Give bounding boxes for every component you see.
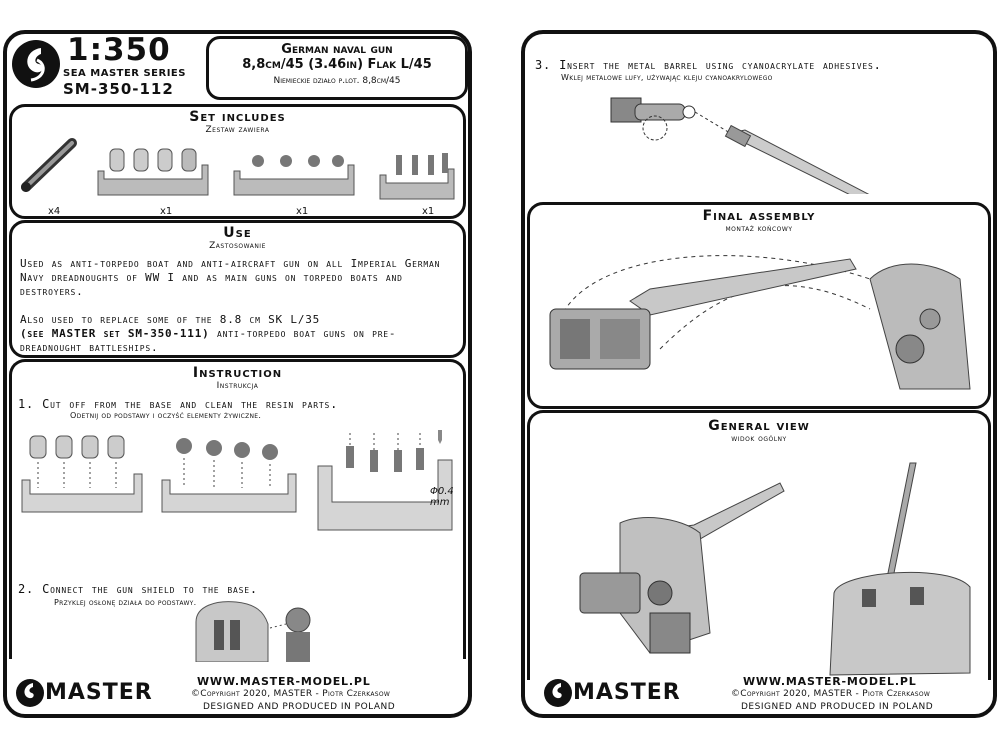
general-view-panel: General view widok ogólny [527,410,991,680]
final-assembly-illustration [549,255,971,390]
master-logo-icon-right [544,679,572,707]
title-line-1: German naval gun [281,42,393,57]
website-url[interactable]: WWW.MASTER-MODEL.PL [197,675,371,688]
final-assembly-subheading: montaż końcowy [725,224,793,234]
step-3-illustration [610,97,870,194]
final-assembly-heading: Final assembly [702,208,816,224]
step-3-subtext: Wklej metalowe lufy, używając kleju cyan… [561,73,773,82]
qty-barrel: x4 [48,206,61,217]
instruction-panel: Instruction Instrukcja 1. Cut off from t… [9,359,466,662]
series-label: SEA MASTER SERIES [63,68,186,79]
copyright-text: ©Copyright 2020, MASTER - Piotr Czerkaso… [191,689,391,699]
breech-sprue-icon [379,153,455,200]
step-2-text: 2. Connect the gun shield to the base. [18,582,258,596]
right-instruction-sheet: 3. Insert the metal barrel using cyanoac… [521,30,997,718]
instruction-subheading: Instrukcja [216,381,259,391]
website-url-right[interactable]: WWW.MASTER-MODEL.PL [743,675,917,688]
product-code: SM-350-112 [63,80,174,98]
made-in-text-right: DESIGNED AND PRODUCED IN POLAND [741,702,934,712]
instruction-heading: Instruction [192,365,283,381]
set-includes-heading: Set includes [189,109,286,125]
master-logo-icon [16,679,44,707]
sea-master-logo-icon [12,40,60,88]
step-2-subtext: Przyklej osłonę działa do podstawy. [54,598,197,607]
use-heading: Use [223,225,252,241]
title-box: German naval gun 8,8cm/45 (3.46in) Flak … [206,36,468,100]
left-instruction-sheet: 1:350 SEA MASTER SERIES SM-350-112 Germa… [3,30,472,718]
parts-illustration [21,138,455,200]
shield-sprue-icon [97,148,209,196]
set-includes-subheading: Zestaw zawiera [205,125,270,135]
step-2-illustration [195,601,311,662]
step-3-text: 3. Insert the metal barrel using cyanoac… [535,58,882,72]
use-paragraph-2-c: anti-torpedo boat guns on pre-dreadnough… [20,327,397,354]
set-includes-panel: Set includes Zestaw zawiera [9,104,466,219]
general-view-illustration [579,462,971,676]
qty-mounts: x1 [296,206,309,217]
use-paragraph-2-ref: (see MASTER set SM-350-111) [20,327,210,340]
use-panel: Use Zastosowanie Used as anti-torpedo bo… [9,220,466,358]
use-paragraph-2: Also used to replace some of the 8.8 cm … [12,313,463,355]
copyright-text-right: ©Copyright 2020, MASTER - Piotr Czerkaso… [731,689,931,699]
made-in-text: DESIGNED AND PRODUCED IN POLAND [203,702,396,712]
step-1-subtext: Odetnij od podstawy i oczyść elementy ży… [70,411,262,420]
title-line-2: 8,8cm/45 (3.46in) Flak L/45 [242,57,432,72]
use-paragraph-1: Used as anti-torpedo boat and anti-aircr… [20,257,441,298]
general-view-subheading: widok ogólny [731,434,787,444]
barrel-part-icon [21,138,77,192]
drill-size-label: Φ0.4 mm [430,486,454,508]
master-logo-word: MASTER [45,680,153,705]
qty-shields: x1 [160,206,173,217]
title-line-3: Niemieckie działo p.lot. 8,8cm/45 [273,76,401,86]
use-subheading: Zastosowanie [209,241,266,251]
scale-label: 1:350 [67,32,171,68]
step-1-illustration [21,430,453,531]
use-paragraph-2-a: Also used to replace some of the 8.8 cm … [20,313,321,326]
general-view-heading: General view [708,418,810,434]
final-assembly-panel: Final assembly montaż końcowy [527,202,991,409]
master-logo-word-right: MASTER [573,680,681,705]
mount-sprue-icon [233,155,355,196]
step-1-text: 1. Cut off from the base and clean the r… [18,397,339,411]
qty-breeches: x1 [422,206,435,217]
